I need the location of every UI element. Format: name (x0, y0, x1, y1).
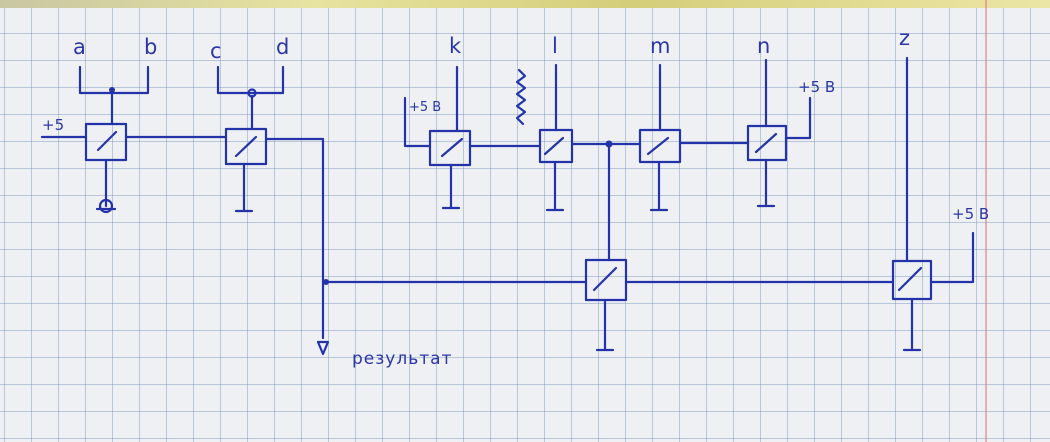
label-m: m (650, 34, 670, 58)
output-arrow (316, 340, 330, 356)
label-b: b (144, 35, 157, 59)
relay-box-x (584, 258, 628, 302)
relay-box-cd (224, 127, 268, 166)
switch-contact (592, 266, 618, 292)
switch-contact (234, 135, 258, 158)
ground-symbol (595, 298, 615, 352)
n-supply-wire (784, 96, 812, 140)
relay-ab (78, 65, 150, 214)
label-l: l (552, 34, 558, 58)
supply-label-n: +5 В (798, 78, 835, 96)
label-c: c (210, 39, 222, 63)
relay-box-z (891, 259, 933, 301)
switch-contact (754, 132, 778, 154)
paper-top-edge (0, 0, 1050, 8)
switch-contact (96, 130, 118, 152)
ground-symbol (902, 297, 922, 352)
label-k: k (449, 34, 462, 58)
cd-input-fork (216, 65, 285, 95)
relay-box-m (638, 128, 682, 164)
switch-contact (646, 136, 670, 156)
ground-symbol (756, 158, 776, 208)
output-label: результат (352, 349, 452, 369)
label-z: z (899, 26, 910, 50)
relay-l (515, 63, 574, 212)
ground-symbol (234, 162, 254, 213)
relay-box-l (538, 128, 574, 164)
label-a: a (73, 35, 86, 59)
relay-x (584, 258, 628, 352)
relay-m (638, 63, 682, 212)
margin-line (985, 0, 987, 442)
ground-symbol (441, 163, 461, 210)
hatch-mark (515, 68, 527, 126)
ground-symbol (545, 160, 565, 212)
relay-z (891, 56, 975, 352)
relay-k (403, 65, 472, 210)
ground-symbol (98, 198, 114, 214)
ab-input-fork (78, 65, 150, 95)
label-d: d (276, 35, 289, 59)
switch-contact (897, 266, 923, 292)
relay-cd (216, 65, 285, 213)
switch-contact (543, 136, 565, 156)
ground-symbol (649, 160, 669, 212)
z-supply-wire (929, 231, 975, 284)
label-n: n (757, 34, 770, 58)
supply-label-z: +5 В (952, 205, 989, 223)
switch-contact (440, 137, 464, 158)
k-supply-wire (403, 96, 432, 148)
supply-label-left: +5 (42, 116, 64, 134)
series-wire-left (40, 135, 325, 340)
supply-label-k: +5 В (409, 100, 441, 115)
